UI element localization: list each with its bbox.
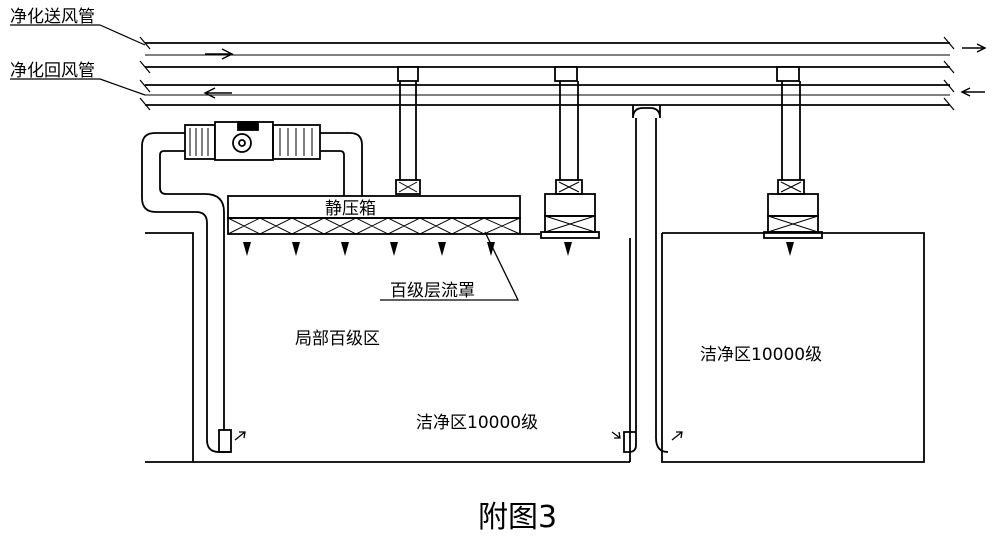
supply-branch-3: [763, 66, 823, 239]
left-return-loop: [141, 132, 363, 453]
return-duct: [139, 79, 985, 111]
hood-label-leader: [380, 231, 520, 301]
figure-caption: 附图3: [478, 500, 557, 535]
supply-branch-2: [540, 66, 600, 239]
laminar-flow-hood: [227, 217, 521, 235]
room-walls: [145, 232, 925, 463]
supply-branch-1: [395, 66, 421, 195]
clean-zone-1-label: 洁净区10000级: [416, 413, 538, 433]
laminar-hood-label: 百级层流罩: [390, 281, 475, 301]
middle-return-riser: [623, 105, 669, 453]
supply-duct: [139, 36, 987, 74]
plenum-box-label: 静压箱: [325, 199, 376, 219]
fan-unit: [184, 121, 321, 161]
return-duct-label: 净化回风管: [10, 61, 95, 81]
clean-zone-2-label: 洁净区10000级: [700, 345, 822, 365]
return-air-arrows: [234, 431, 683, 441]
local-class100-label: 局部百级区: [295, 329, 380, 349]
supply-duct-label: 净化送风管: [10, 7, 95, 27]
label-leaders: [10, 24, 146, 96]
supply-air-arrows: [243, 242, 794, 256]
